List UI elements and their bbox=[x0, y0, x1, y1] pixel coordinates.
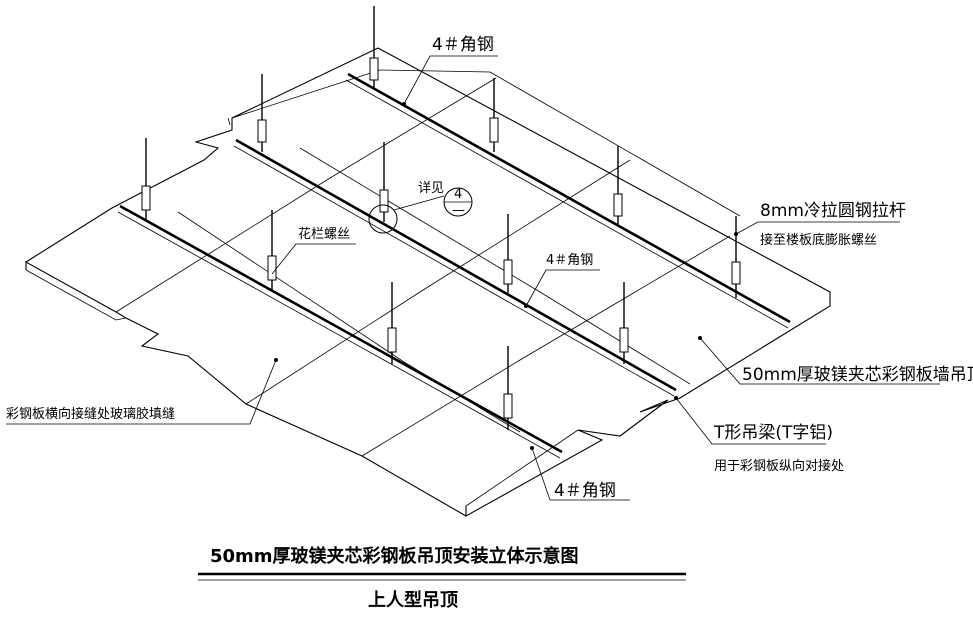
rod-label: 8mm冷拉圆钢拉杆 bbox=[760, 201, 906, 221]
suspension-rods bbox=[141, 6, 741, 430]
t-beam-sub-label: 用于彩钢板纵向对接处 bbox=[714, 458, 844, 474]
rod-2 bbox=[489, 78, 499, 152]
rod-7 bbox=[503, 214, 513, 296]
ceiling-panel-outline bbox=[25, 47, 831, 517]
sub-title: 上人型吊顶 bbox=[368, 589, 458, 611]
rod-6 bbox=[379, 142, 389, 222]
seam-label: 彩钢板横向接缝处玻璃胶填缝 bbox=[6, 406, 175, 422]
rod-12 bbox=[503, 346, 513, 430]
rod-1 bbox=[369, 6, 379, 88]
rod-10 bbox=[267, 210, 277, 290]
panel-transverse-seams bbox=[115, 77, 731, 457]
turnbuckle-label: 花栏螺丝 bbox=[298, 226, 350, 242]
rod-3 bbox=[613, 146, 623, 226]
detail-prefix-label: 详见 bbox=[418, 181, 444, 196]
rod-8 bbox=[619, 282, 629, 364]
top-guide-lines bbox=[227, 69, 741, 217]
t-beam-lines bbox=[117, 72, 791, 459]
rod-11 bbox=[387, 282, 397, 364]
panel-label: 50mm厚玻镁夹芯彩钢板墙吊顶 bbox=[742, 365, 973, 385]
rod-5 bbox=[257, 74, 267, 152]
rod-9 bbox=[141, 138, 151, 220]
main-title: 50mm厚玻镁夹芯彩钢板吊顶安装立体示意图 bbox=[210, 545, 579, 567]
t-beam-label: T形吊梁(T字铝) bbox=[713, 423, 833, 443]
detail-denominator: — bbox=[452, 203, 465, 218]
detail-callout: 详见 4 — bbox=[368, 181, 473, 234]
rod-4 bbox=[731, 216, 741, 298]
detail-number: 4 bbox=[454, 187, 462, 202]
leader-lines bbox=[6, 55, 940, 501]
angle-steel-bottom-label: 4＃角钢 bbox=[554, 481, 616, 501]
angle-steel-top-label: 4＃角钢 bbox=[432, 35, 494, 55]
rod-sub-label: 接至楼板底膨胀螺丝 bbox=[760, 232, 877, 248]
angle-steel-mid-label: 4＃角钢 bbox=[546, 253, 593, 268]
